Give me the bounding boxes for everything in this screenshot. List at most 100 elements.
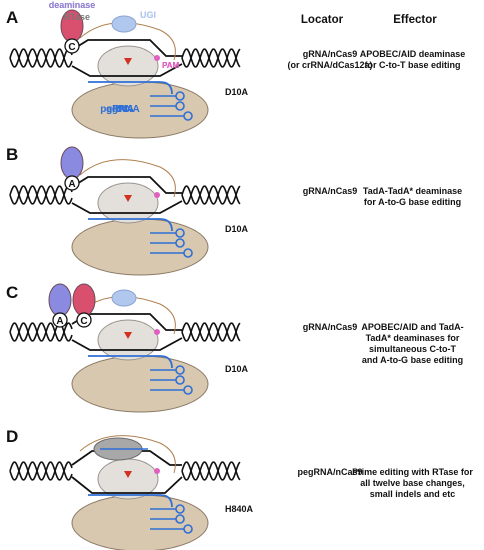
dna-strand bbox=[9, 322, 73, 342]
mutation-label-b: D10A bbox=[225, 224, 249, 234]
effector-d-line: all twelve base changes, bbox=[360, 478, 465, 488]
cytidine-deaminase: C bbox=[60, 9, 84, 54]
guide-rna-loop bbox=[175, 101, 185, 111]
nick-marker bbox=[124, 195, 132, 202]
dna-strand bbox=[9, 461, 73, 481]
dna-strand bbox=[181, 461, 241, 481]
target-strand bbox=[71, 337, 183, 351]
effector-d-line: Prime editing with RTase for bbox=[352, 467, 473, 477]
target-strand bbox=[71, 476, 183, 494]
dna-strand bbox=[9, 48, 73, 68]
guide-rna-loop bbox=[175, 375, 185, 385]
guide-rna-spacer bbox=[88, 494, 173, 508]
effector-d: Prime editing with RTase for all twelve … bbox=[345, 467, 480, 500]
linker-loop bbox=[79, 296, 176, 335]
effector-c-line: TadA* deaminases for bbox=[365, 333, 460, 343]
non-target-strand bbox=[71, 450, 182, 466]
effector-c: APOBEC/AID and TadA- TadA* deaminases fo… bbox=[345, 322, 480, 366]
effector-b-line: for A-to-G base editing bbox=[363, 197, 462, 207]
adenosine-deaminase-shape bbox=[48, 283, 72, 317]
locator-c-line: gRNA/nCas9 bbox=[302, 322, 358, 332]
cas9-lobe bbox=[97, 182, 159, 224]
dna-strand bbox=[181, 322, 241, 342]
pam-dot bbox=[154, 55, 160, 61]
nick-marker bbox=[124, 332, 132, 339]
guide-rna-label: pegRNA bbox=[100, 104, 139, 115]
locator-b: gRNA/nCas9 bbox=[270, 186, 390, 197]
locator-d: pegRNA/nCas9 bbox=[270, 467, 390, 478]
non-target-strand bbox=[71, 39, 182, 57]
guide-rna-scaffold bbox=[150, 369, 184, 391]
ugi-label: UGI bbox=[140, 10, 156, 20]
locator-a-line: gRNA/nCas9 bbox=[302, 49, 358, 59]
guide-rna-loop bbox=[175, 228, 185, 238]
guide-rna-loop bbox=[175, 91, 185, 101]
panel-letter-b: B bbox=[6, 145, 19, 164]
guide-rna-loop bbox=[175, 504, 185, 514]
cas9-body bbox=[71, 218, 209, 276]
ugi-label: UGI bbox=[140, 10, 156, 20]
adenosine-deaminase: A bbox=[60, 146, 84, 191]
pam-dot bbox=[154, 192, 160, 198]
base-letter: A bbox=[56, 316, 63, 327]
enzyme-label: deaminase bbox=[49, 0, 96, 10]
effector-a-line: APOBEC/AID deaminase bbox=[359, 49, 466, 59]
guide-rna-loop bbox=[183, 111, 193, 121]
cytidine-deaminase: C bbox=[72, 283, 96, 328]
guide-rna-spacer bbox=[88, 218, 173, 232]
effector-d-line: small indels and etc bbox=[369, 489, 456, 499]
guide-rna-scaffold bbox=[150, 232, 184, 254]
target-strand bbox=[71, 200, 183, 214]
linker-loop bbox=[79, 159, 176, 198]
guide-rna-loop bbox=[175, 238, 185, 248]
locator-d-line: pegRNA/nCas9 bbox=[297, 467, 363, 477]
guide-rna-scaffold bbox=[150, 95, 184, 117]
mutation-label-c: D10A bbox=[225, 364, 249, 374]
non-target-strand bbox=[71, 176, 182, 194]
cas9-body bbox=[71, 355, 209, 413]
dna-strand bbox=[9, 185, 73, 205]
pam-label: PAM bbox=[162, 61, 180, 70]
panel-letter-d: D bbox=[6, 427, 19, 446]
mutation-label-d: H840A bbox=[225, 504, 254, 514]
dna-strand bbox=[9, 185, 73, 205]
enzyme-label: deaminase bbox=[49, 0, 96, 10]
panel-letter-a: A bbox=[6, 8, 19, 27]
base-letter: A bbox=[68, 179, 75, 190]
locator-a-line: (or crRNA/dCas12a) bbox=[287, 60, 373, 70]
guide-rna-label: gRNA bbox=[106, 104, 134, 115]
guide-rna-loop bbox=[175, 365, 185, 375]
linker-loop bbox=[79, 22, 176, 61]
pam-label: PAM bbox=[162, 61, 180, 70]
cas9-lobe bbox=[97, 319, 159, 361]
effector-a: APOBEC/AID deaminase for C-to-T base edi… bbox=[345, 49, 480, 71]
base-letter: C bbox=[68, 42, 75, 53]
panel-letter-c: C bbox=[6, 283, 19, 302]
dna-strand bbox=[181, 322, 241, 342]
base-circle bbox=[64, 38, 80, 54]
pam-dot bbox=[154, 329, 160, 335]
effector-b-line: TadA-TadA* deaminase bbox=[362, 186, 463, 196]
effector-c-line: APOBEC/AID and TadA- bbox=[361, 322, 464, 332]
locator-header: Locator bbox=[300, 14, 344, 26]
dna-strand bbox=[181, 185, 241, 205]
mutation-label-a: D10A bbox=[225, 87, 249, 97]
cas9-body bbox=[71, 494, 209, 550]
cas9-lobe bbox=[97, 45, 159, 87]
panel-d-diagram bbox=[9, 435, 241, 550]
adenosine-deaminase: A bbox=[48, 283, 72, 328]
effector-c-line: and A-to-G base editing bbox=[361, 355, 464, 365]
guide-rna-spacer bbox=[88, 355, 173, 369]
ugi-protein bbox=[111, 15, 137, 33]
locator-c: gRNA/nCas9 bbox=[270, 322, 390, 333]
guide-rna-loop bbox=[183, 385, 193, 395]
nick-marker bbox=[124, 471, 132, 478]
guide-rna-loop bbox=[183, 524, 193, 534]
base-circle bbox=[76, 312, 92, 328]
dna-strand bbox=[181, 461, 241, 481]
target-strand bbox=[71, 63, 183, 77]
dna-strand bbox=[181, 185, 241, 205]
rtase-label: RTase bbox=[64, 12, 90, 22]
